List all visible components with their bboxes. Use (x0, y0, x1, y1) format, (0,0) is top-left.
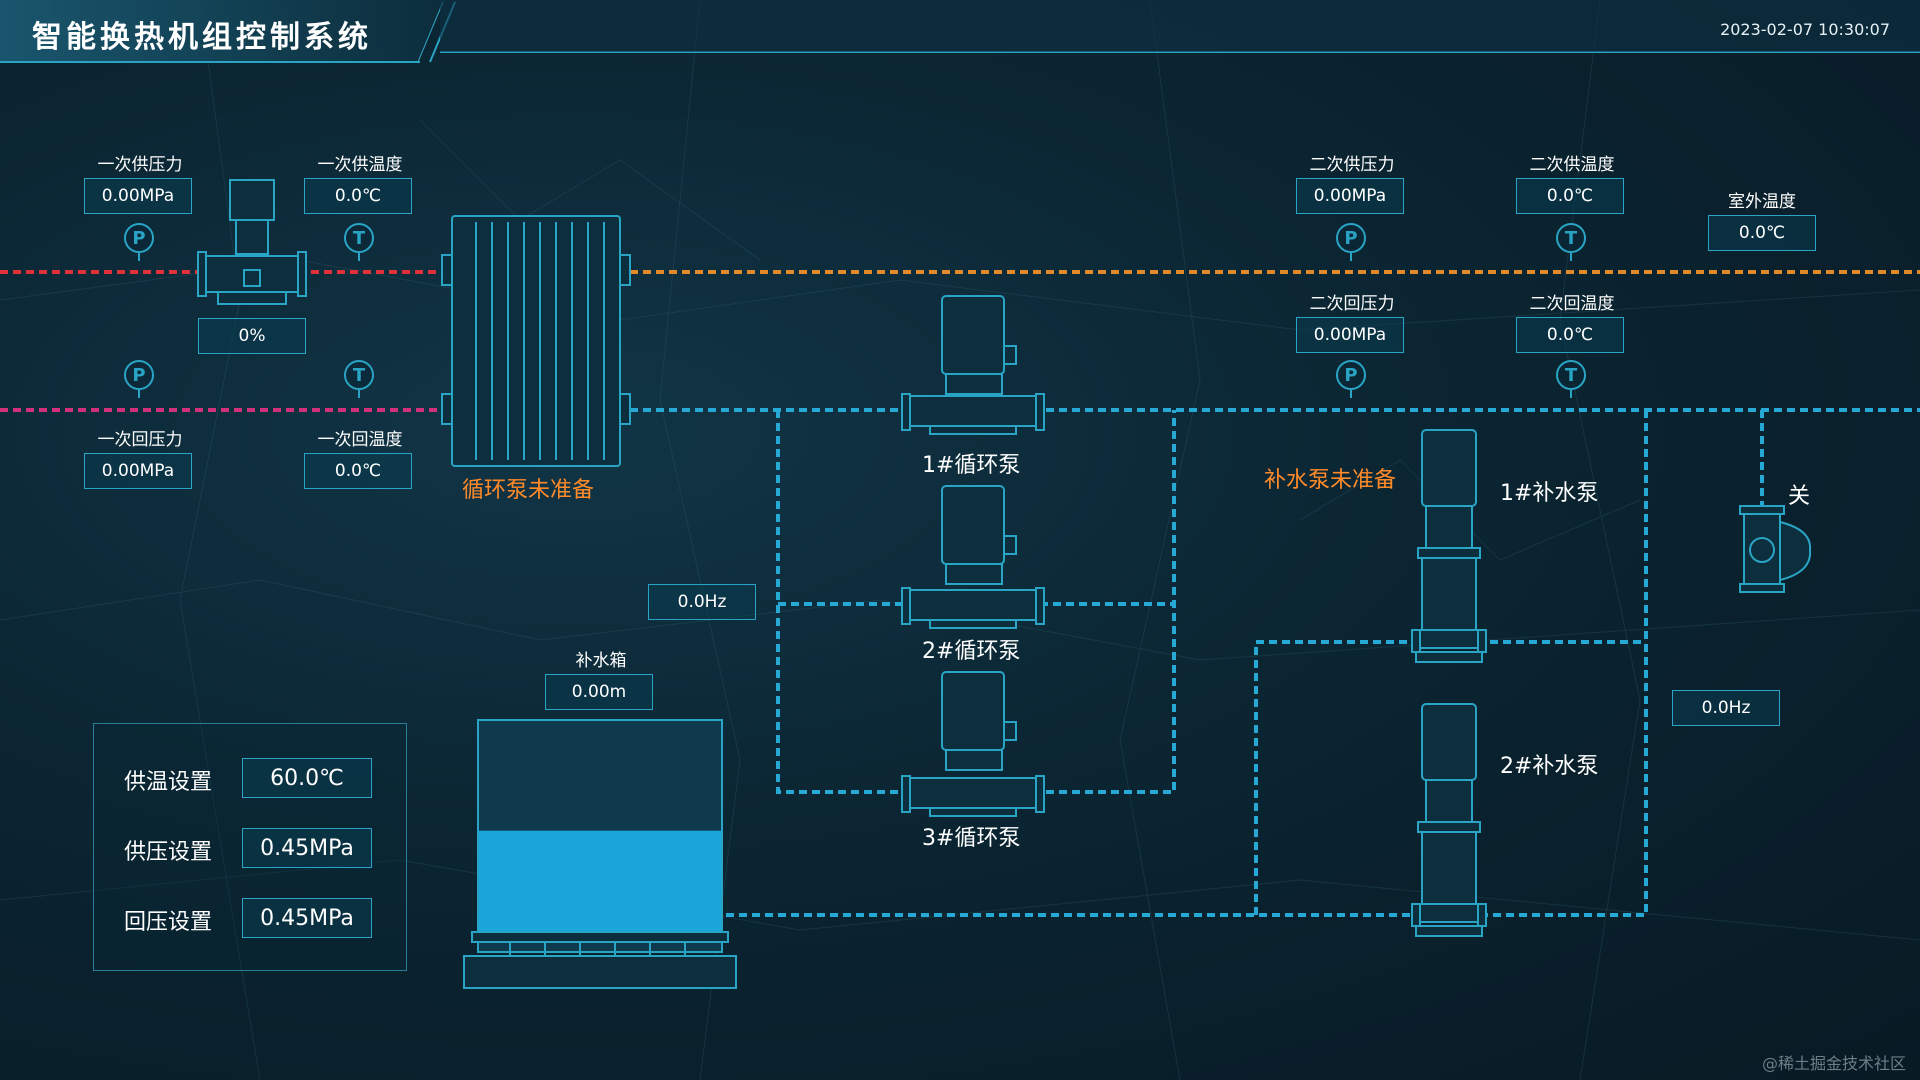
circulation-pump-1-label[interactable]: 1#循环泵 (922, 453, 1021, 478)
secondary-supply-pressure-label: 二次供压力 (1309, 155, 1395, 175)
header-bar: 智能换热机组控制系统 2023-02-07 10:30:07 (0, 0, 1920, 64)
gauge-stem (358, 390, 360, 398)
supply-temp-setting-label: 供温设置 (124, 770, 213, 795)
primary-return-temp-gauge-icon: T (344, 360, 374, 390)
secondary-supply-temp-gauge-icon: T (1556, 223, 1586, 253)
primary-supply-pressure-label: 一次供压力 (97, 155, 183, 175)
outdoor-temp-label: 室外温度 (1728, 192, 1796, 212)
primary-return-temp-value: 0.0℃ (304, 453, 412, 489)
makeup-frequency-value: 0.0Hz (1672, 690, 1780, 726)
settings-panel: 供温设置 60.0℃ 供压设置 0.45MPa 回压设置 0.45MPa (93, 723, 407, 971)
secondary-supply-pressure-value: 0.00MPa (1296, 178, 1404, 214)
header-frame (0, 0, 1920, 63)
supply-pressure-setting-label: 供压设置 (124, 840, 213, 865)
makeup-pump-2-label[interactable]: 2#补水泵 (1500, 754, 1599, 779)
secondary-return-temp-value: 0.0℃ (1516, 317, 1624, 353)
circulation-pump-1-icon (901, 295, 1045, 435)
gauge-stem (1570, 390, 1572, 398)
supply-temp-setting-input[interactable]: 60.0℃ (242, 758, 372, 798)
circulation-pump-2-icon (901, 485, 1045, 629)
solenoid-valve-icon (1739, 505, 1812, 593)
secondary-supply-pressure-gauge-icon: P (1336, 223, 1366, 253)
primary-supply-temp-value: 0.0℃ (304, 178, 412, 214)
return-pressure-setting-input[interactable]: 0.45MPa (242, 898, 372, 938)
primary-return-temp-label: 一次回温度 (317, 430, 403, 450)
return-pressure-setting-label: 回压设置 (124, 910, 213, 935)
gauge-stem (358, 253, 360, 261)
secondary-return-pressure-gauge-icon: P (1336, 360, 1366, 390)
watermark: @稀土掘金技术社区 (1761, 1054, 1906, 1073)
page-title: 智能换热机组控制系统 (32, 20, 372, 55)
secondary-return-pressure-value: 0.00MPa (1296, 317, 1404, 353)
solenoid-valve-state[interactable]: 关 (1788, 484, 1811, 509)
secondary-supply-temp-value: 0.0℃ (1516, 178, 1624, 214)
primary-return-pressure-gauge-icon: P (124, 360, 154, 390)
gauge-stem (1350, 253, 1352, 261)
datetime-display: 2023-02-07 10:30:07 (1720, 20, 1890, 39)
makeup-pump-2-icon (1411, 703, 1487, 937)
makeup-status-text: 补水泵未准备 (1264, 468, 1397, 493)
outdoor-temp-value: 0.0℃ (1708, 215, 1816, 251)
secondary-supply-temp-label: 二次供温度 (1529, 155, 1615, 175)
makeup-water-tank (463, 719, 737, 989)
circulation-pump-3-label[interactable]: 3#循环泵 (922, 826, 1021, 851)
makeup-pump-1-label[interactable]: 1#补水泵 (1500, 481, 1599, 506)
gauge-stem (138, 253, 140, 261)
heat-exchanger (441, 215, 631, 467)
secondary-return-temp-gauge-icon: T (1556, 360, 1586, 390)
tank-level-value: 0.00m (545, 674, 653, 710)
primary-return-pressure-label: 一次回压力 (97, 430, 183, 450)
secondary-return-pressure-label: 二次回压力 (1309, 294, 1395, 314)
supply-pressure-setting-input[interactable]: 0.45MPa (242, 828, 372, 868)
primary-return-pressure-value: 0.00MPa (84, 453, 192, 489)
gauge-stem (138, 390, 140, 398)
primary-supply-pressure-gauge-icon: P (124, 223, 154, 253)
valve-opening-value: 0% (198, 318, 306, 354)
primary-supply-temp-label: 一次供温度 (317, 155, 403, 175)
gauge-stem (1350, 390, 1352, 398)
tank-water-level (479, 830, 721, 932)
primary-supply-pressure-value: 0.00MPa (84, 178, 192, 214)
circulation-frequency-value: 0.0Hz (648, 584, 756, 620)
primary-supply-temp-gauge-icon: T (344, 223, 374, 253)
control-valve-icon (197, 179, 307, 305)
circulation-status-text: 循环泵未准备 (462, 478, 595, 503)
circulation-pump-3-icon (901, 671, 1045, 817)
circulation-pump-2-label[interactable]: 2#循环泵 (922, 639, 1021, 664)
makeup-pump-1-icon (1411, 429, 1487, 663)
secondary-return-temp-label: 二次回温度 (1529, 294, 1615, 314)
gauge-stem (1570, 253, 1572, 261)
tank-label: 补水箱 (575, 651, 627, 671)
